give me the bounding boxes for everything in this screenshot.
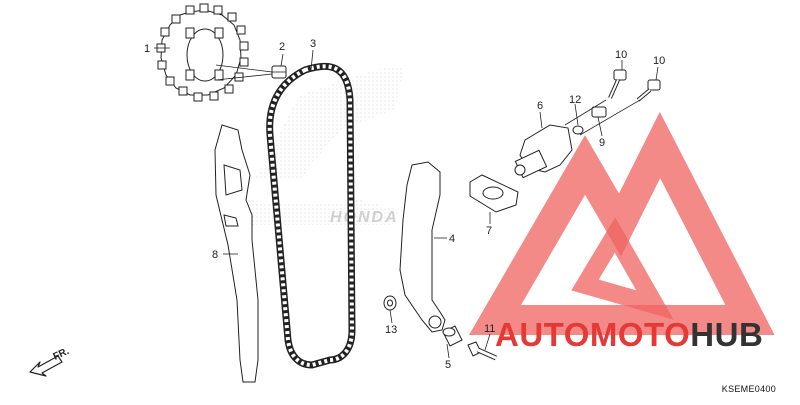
part-washer (383, 295, 397, 311)
part-cam-sprocket (156, 3, 249, 102)
part-bolt-10a (608, 69, 627, 99)
callout-4: 4 (449, 233, 455, 245)
callout-6: 6 (537, 100, 543, 112)
background-brand-logo: HONDA (245, 65, 405, 226)
part-gasket (469, 174, 519, 213)
watermark-logo (468, 111, 775, 335)
callout-3: 3 (310, 38, 316, 50)
watermark-brand-suffix: HUB (690, 316, 763, 353)
callout-8: 8 (212, 249, 218, 261)
callout-10a: 10 (615, 49, 627, 61)
part-bolt-2 (271, 65, 287, 79)
part-chain-guide (214, 124, 259, 383)
diagram-code: KSEME0400 (721, 384, 776, 394)
watermark-brand-prefix: AUTOMOTO (495, 316, 690, 353)
part-bolt-10b (636, 79, 661, 102)
part-cam-chain (266, 62, 356, 369)
watermark-brand: AUTOMOTOHUB (495, 316, 763, 353)
callout-1: 1 (144, 43, 150, 55)
part-tensioner-lifter (514, 124, 573, 179)
leader-bolts-lifter (564, 99, 641, 136)
callout-leaders (154, 47, 659, 359)
part-tensioner-slipper (399, 161, 446, 333)
callout-10b: 10 (653, 55, 665, 67)
part-washer-12 (572, 125, 584, 135)
part-collar (442, 325, 463, 347)
callout-13: 13 (385, 324, 397, 336)
part-bolt-11 (467, 341, 498, 361)
background-brand-text: HONDA (330, 209, 399, 226)
callout-12: 12 (569, 94, 581, 106)
callout-11: 11 (484, 323, 495, 335)
front-label: FR. (52, 346, 71, 363)
callout-5: 5 (445, 359, 451, 371)
callout-7: 7 (486, 225, 492, 237)
leader-2-sprocket (215, 64, 273, 81)
callout-9: 9 (599, 137, 605, 149)
callout-2: 2 (279, 41, 285, 53)
part-bolt-9 (591, 106, 607, 118)
front-arrow-icon (29, 355, 63, 377)
